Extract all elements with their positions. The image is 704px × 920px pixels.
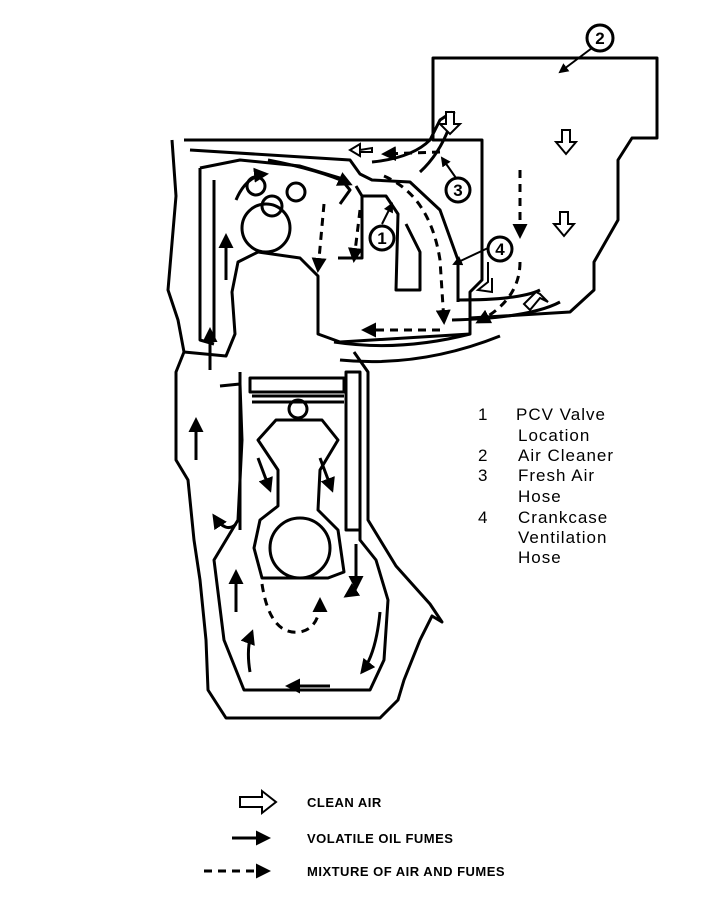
piston-pin bbox=[287, 398, 309, 420]
callout-3: 3 bbox=[444, 176, 472, 204]
key-label-4b: Ventilation bbox=[518, 528, 608, 547]
key-label-4c: Hose bbox=[518, 548, 562, 567]
mixture-arrow-4 bbox=[475, 261, 522, 324]
key-num-4: 4 bbox=[478, 508, 489, 527]
engine-block bbox=[174, 351, 444, 720]
callout-leader-4 bbox=[452, 247, 489, 266]
fume-arrow-6 bbox=[256, 457, 273, 493]
key-label-3a: Fresh Air bbox=[518, 466, 596, 485]
svg-text:4: 4 bbox=[495, 240, 505, 259]
key-num-2: 2 bbox=[478, 446, 489, 465]
key-label-2a: Air Cleaner bbox=[518, 446, 615, 465]
valve-spring bbox=[260, 194, 284, 218]
callout-4: 4 bbox=[486, 235, 514, 263]
crankcase-inner bbox=[212, 382, 390, 692]
cylinder-wall-right bbox=[344, 370, 362, 532]
callout-2: 2 bbox=[585, 23, 615, 53]
key-label-4a: Crankcase bbox=[518, 508, 609, 527]
key-num-1: 1 bbox=[478, 405, 489, 424]
clean-air-arrow-2 bbox=[348, 142, 373, 158]
clean-air-arrow-4 bbox=[551, 211, 577, 238]
callout-leader-3 bbox=[440, 156, 457, 179]
fume-arrow-4 bbox=[234, 167, 269, 201]
hose-to-block bbox=[333, 332, 501, 364]
clean-air-arrow-3 bbox=[553, 129, 579, 156]
svg-text:1: 1 bbox=[377, 229, 386, 248]
fume-arrow-14 bbox=[343, 583, 361, 598]
svg-text:2: 2 bbox=[595, 29, 604, 48]
key-label-1a: PCV Valve bbox=[516, 405, 606, 424]
mixture-arrow-2 bbox=[383, 174, 451, 325]
legend-clean-air-icon bbox=[239, 788, 278, 816]
mixture-arrow-8 bbox=[260, 583, 328, 634]
rocker-ball-2 bbox=[285, 181, 307, 203]
clean-air-arrow-1 bbox=[437, 111, 463, 136]
fume-arrow-7 bbox=[318, 457, 335, 493]
fume-arrow-13 bbox=[360, 611, 382, 675]
legend-clean-air-label: CLEAN AIR bbox=[307, 795, 382, 810]
fume-arrow-9 bbox=[212, 513, 238, 531]
crankcase-ventilation-hose bbox=[451, 288, 561, 322]
legend-mixture-label: MIXTURE OF AIR AND FUMES bbox=[307, 864, 506, 879]
svg-text:3: 3 bbox=[453, 181, 462, 200]
callout-1: 1 bbox=[368, 224, 396, 252]
intake-manifold bbox=[338, 185, 422, 292]
connecting-rod bbox=[252, 418, 346, 580]
cam bbox=[240, 202, 292, 254]
valve-cover-inner bbox=[198, 158, 352, 346]
crank-journal bbox=[268, 516, 332, 580]
callout-leader-4b bbox=[475, 262, 493, 294]
fresh-air-hose bbox=[371, 111, 456, 174]
clean-air-arrow-5 bbox=[522, 290, 549, 312]
mixture-arrow-7 bbox=[347, 209, 363, 263]
key-num-3: 3 bbox=[478, 466, 489, 485]
fume-arrow-5 bbox=[267, 158, 353, 186]
key-label-3b: Hose bbox=[518, 487, 562, 506]
mixture-arrow-1 bbox=[381, 146, 441, 162]
callout-leader-1 bbox=[381, 202, 393, 225]
piston bbox=[248, 376, 346, 404]
cylinder-head bbox=[166, 139, 472, 358]
callout-leader-2 bbox=[558, 47, 593, 74]
fume-arrow-11 bbox=[240, 629, 255, 673]
mixture-arrow-6 bbox=[311, 203, 327, 273]
air-cleaner-housing bbox=[431, 56, 659, 320]
key-label-1b: Location bbox=[518, 426, 591, 445]
legend-oil-fumes-label: VOLATILE OIL FUMES bbox=[307, 831, 454, 846]
